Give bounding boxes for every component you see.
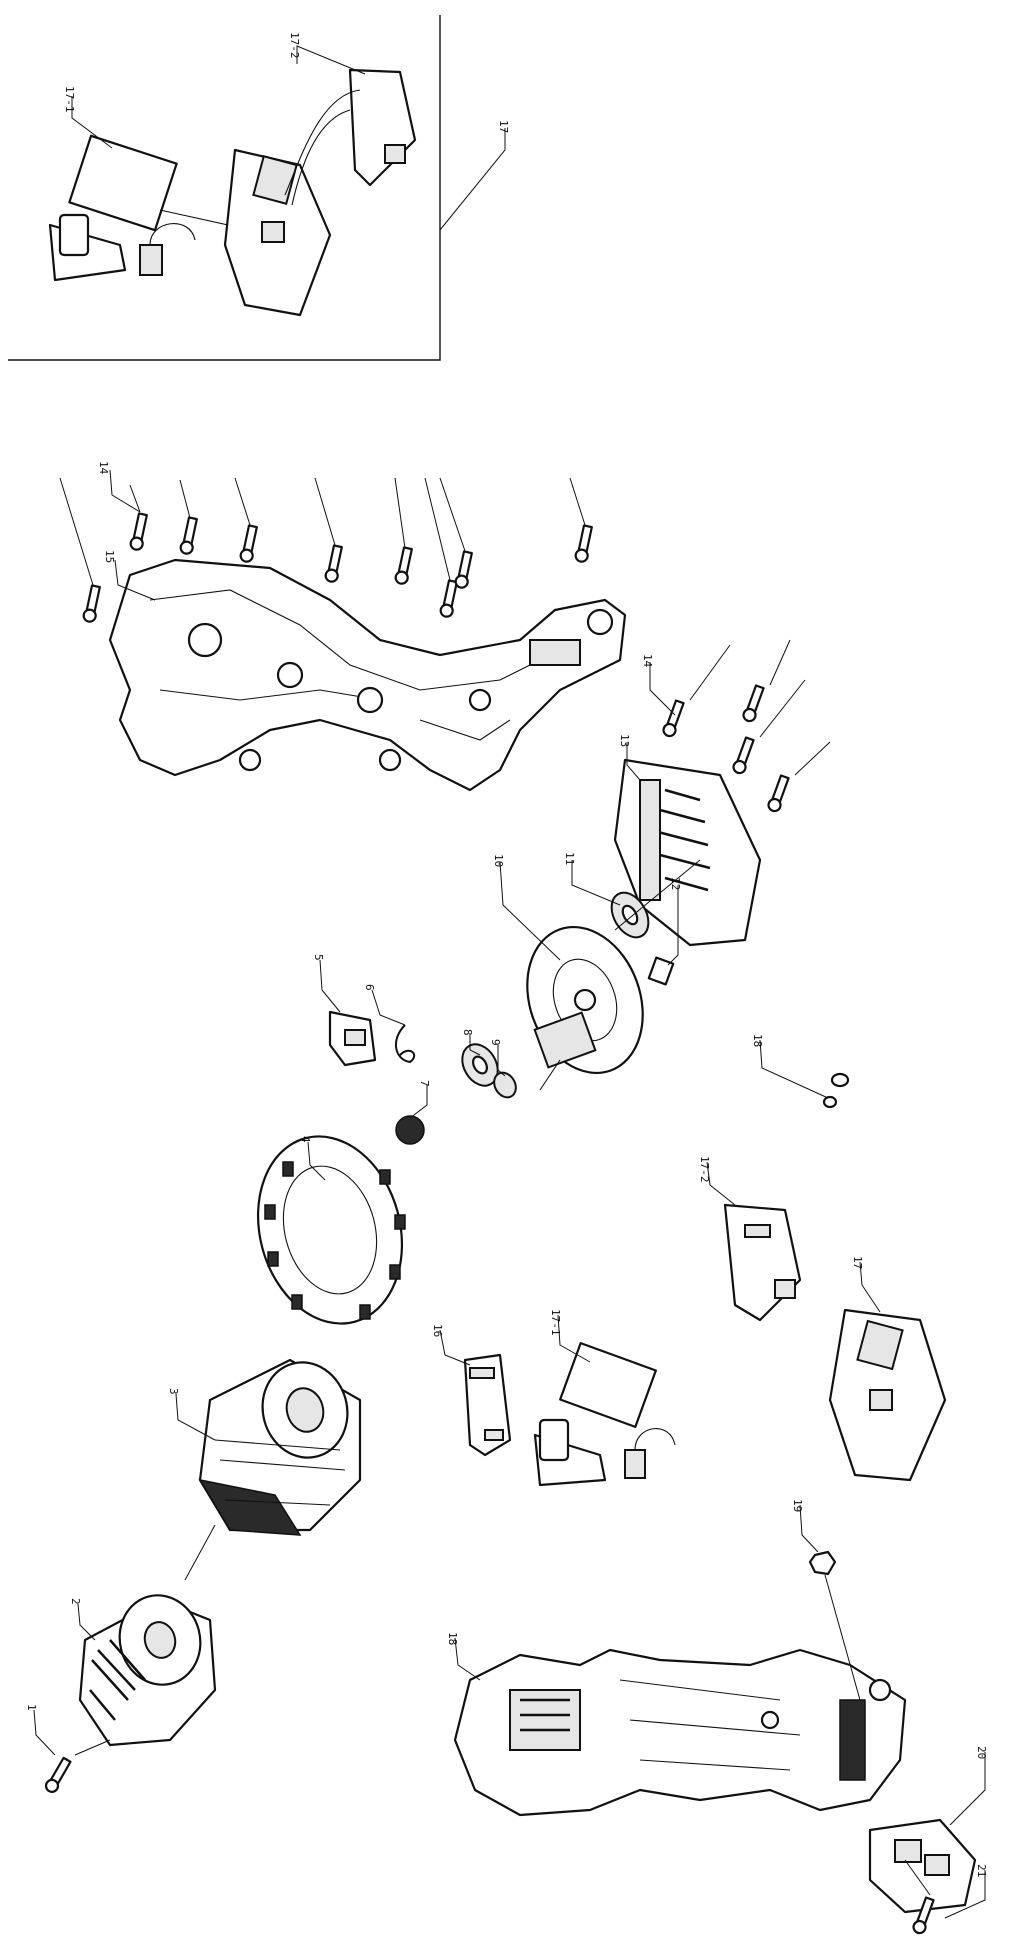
inset-switch-17-1 [48,134,261,282]
board-17-2 [723,1203,802,1322]
plate-17 [828,1308,947,1482]
chuck-2 [78,1594,217,1747]
label-17-1-inset: 17-1 [63,86,76,113]
label-14-top: 14 [97,461,110,475]
bearing-8 [461,1043,499,1087]
label-4: 4 [299,1136,312,1143]
label-5: 5 [312,954,325,961]
label-3: 3 [167,1388,180,1395]
label-17-1: 17-1 [549,1309,562,1336]
label-14-right: 14 [641,654,654,668]
gear-7 [395,1115,425,1145]
label-6: 6 [363,984,376,991]
label-11: 11 [563,852,576,865]
label-1: 1 [25,1704,38,1711]
label-17: 17 [851,1256,864,1269]
switch-button-5 [328,1010,377,1067]
motor-10 [526,925,644,1091]
clutch-3 [198,1358,362,1536]
label-16: 16 [431,1324,444,1337]
label-12: 12 [669,877,682,890]
label-2: 2 [69,1598,82,1605]
label-20: 20 [975,1746,988,1759]
label-8: 8 [461,1029,474,1036]
label-13: 13 [618,734,631,747]
switch-17-1 [533,1342,676,1487]
screw-1 [44,1756,72,1793]
gearbox-4 [256,1135,406,1325]
cover-20 [868,1818,977,1914]
bearing-11 [610,891,650,939]
housing-half-15 [108,558,627,792]
label-17-2: 17-2 [698,1156,711,1183]
inset-box: 17-1 17-2 17 [8,15,510,361]
label-18: 18 [446,1632,459,1645]
label-18-upper: 18 [751,1034,764,1047]
bit-18 [822,1072,850,1109]
spring-6 [395,1024,416,1064]
label-7: 7 [418,1080,431,1087]
label-15: 15 [103,550,116,563]
screw-row [59,477,593,623]
label-17-inset: 17 [497,120,510,133]
label-21: 21 [975,1864,988,1877]
inset-plate-17 [223,148,332,317]
nut-19 [808,1550,837,1576]
inset-board-17-2 [284,68,417,206]
label-10: 10 [492,854,505,867]
label-17-2-inset: 17-2 [288,32,301,59]
washer-9 [493,1071,517,1099]
label-9: 9 [489,1039,502,1046]
magnet-12 [647,956,675,986]
back-cover-13 [613,639,831,947]
housing-half-18 [453,1648,907,1817]
screw-21 [912,1896,935,1935]
label-19: 19 [791,1499,804,1512]
holder-16 [463,1353,512,1457]
